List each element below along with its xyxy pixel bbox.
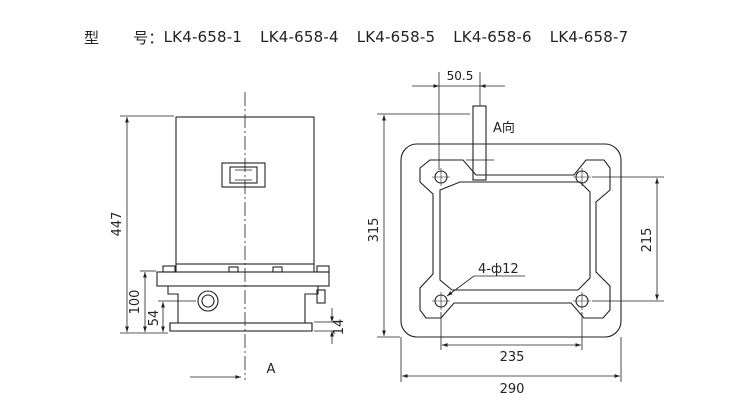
hole-callout-label: 4-ф12 bbox=[478, 262, 519, 277]
dim-100-label: 100 bbox=[128, 290, 143, 315]
view-direction-label: A向 bbox=[493, 120, 515, 136]
front-housing bbox=[175, 116, 315, 265]
front-view bbox=[120, 92, 340, 380]
model-number-3: LK4-658-5 bbox=[356, 28, 436, 46]
model-number-2: LK4-658-4 bbox=[260, 28, 339, 46]
dim-290-label: 290 bbox=[500, 382, 525, 397]
model-number-1: LK4-658-1 bbox=[163, 28, 243, 46]
view-arrow-a-label: A bbox=[267, 362, 276, 377]
top-outer-plate bbox=[400, 143, 622, 338]
dim-50-5-label: 50.5 bbox=[447, 69, 474, 83]
top-view-labels: 50.5 A向 315 215 4-ф12 235 290 bbox=[367, 69, 655, 397]
model-label-char-2: 号： bbox=[133, 28, 164, 47]
dim-215-label: 215 bbox=[640, 228, 655, 253]
dim-235-label: 235 bbox=[500, 350, 525, 365]
dim-14-label: 14 bbox=[332, 319, 347, 336]
model-label-char-1: 型 bbox=[84, 28, 100, 47]
front-boss bbox=[197, 290, 219, 312]
front-nameplate bbox=[221, 162, 266, 188]
dim-447-label: 447 bbox=[110, 212, 125, 237]
front-view-labels: 447 100 54 14 A bbox=[110, 212, 347, 377]
model-number-4: LK4-658-6 bbox=[453, 28, 532, 46]
top-mounting-flange bbox=[419, 159, 611, 319]
front-lower-body bbox=[167, 286, 319, 332]
model-number-5: LK4-658-7 bbox=[549, 28, 629, 46]
top-view bbox=[377, 72, 664, 382]
top-inner-base bbox=[439, 181, 591, 291]
model-header: 型 号： LK4-658-1 LK4-658-4 LK4-658-5 LK4-6… bbox=[84, 26, 646, 48]
dim-54-label: 54 bbox=[147, 310, 162, 327]
front-base-flange bbox=[156, 271, 330, 287]
dim-315-label: 315 bbox=[367, 218, 382, 243]
top-shaft bbox=[472, 105, 487, 181]
